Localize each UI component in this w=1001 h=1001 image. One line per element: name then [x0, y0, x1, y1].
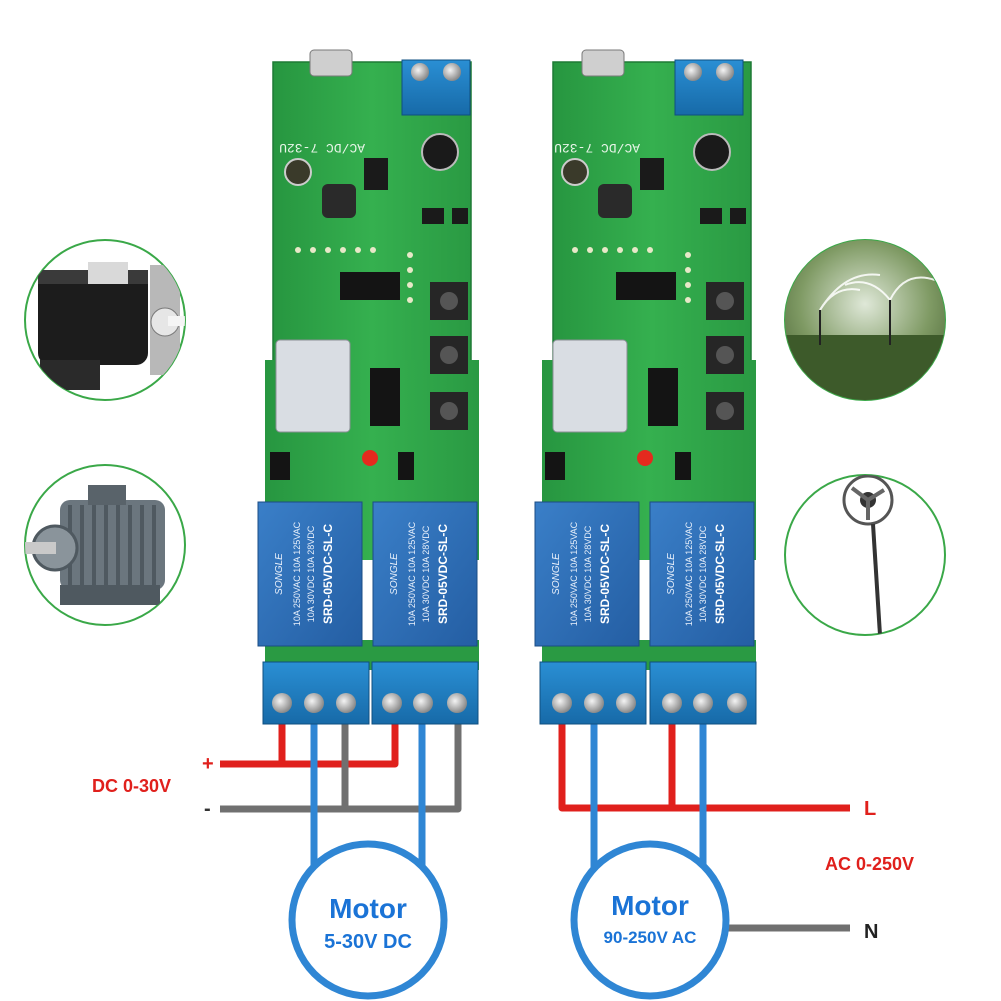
- output-terminal-3: [539, 661, 647, 725]
- svg-text:10A 250VAC 10A 125VAC: 10A 250VAC 10A 125VAC: [407, 521, 417, 626]
- svg-text:SRD-05VDC-SL-C: SRD-05VDC-SL-C: [436, 524, 450, 624]
- svg-text:SONGLE: SONGLE: [389, 553, 400, 595]
- inductor: [598, 184, 632, 218]
- capacitor: [421, 133, 459, 171]
- output-terminal-4: [649, 661, 757, 725]
- dc-motor: Motor 5-30V DC: [288, 840, 448, 1000]
- board-silkscreen: AC/DC 7-32U: [554, 140, 640, 155]
- svg-text:10A 30VDC 10A 28VDC: 10A 30VDC 10A 28VDC: [583, 525, 593, 622]
- ac-motor: Motor 90-250V AC: [570, 840, 730, 1000]
- dc-wiring: [220, 700, 462, 870]
- usb-port: [309, 49, 353, 77]
- ac-live-wire: [558, 700, 850, 812]
- wifi-module: [552, 339, 628, 433]
- svg-text:SRD-05VDC-SL-C: SRD-05VDC-SL-C: [598, 524, 612, 624]
- ac-wiring: [558, 700, 850, 932]
- svg-text:10A 250VAC 10A 125VAC: 10A 250VAC 10A 125VAC: [684, 521, 694, 626]
- dc-motor-rating: 5-30V DC: [324, 931, 412, 953]
- ac-neutral-label: N: [864, 921, 878, 943]
- dc-minus-label: -: [204, 798, 211, 820]
- svg-text:10A 30VDC 10A 28VDC: 10A 30VDC 10A 28VDC: [698, 525, 708, 622]
- svg-text:10A 30VDC 10A 28VDC: 10A 30VDC 10A 28VDC: [421, 525, 431, 622]
- relay-4: SONGLE 10A 250VAC 10A 125VAC 10A 30VDC 1…: [649, 501, 755, 647]
- svg-text:10A 30VDC 10A 28VDC: 10A 30VDC 10A 28VDC: [306, 525, 316, 622]
- status-led: [362, 450, 378, 466]
- fan-icon: [784, 474, 946, 636]
- relay-3: SONGLE 10A 250VAC 10A 125VAC 10A 30VDC 1…: [534, 501, 640, 647]
- svg-text:SRD-05VDC-SL-C: SRD-05VDC-SL-C: [713, 524, 727, 624]
- board-silkscreen: AC/DC 7-32U: [279, 140, 365, 155]
- svg-text:SRD-05VDC-SL-C: SRD-05VDC-SL-C: [321, 524, 335, 624]
- relay-1: SONGLE 10A 250VAC 10A 125VAC 10A 30VDC 1…: [257, 501, 363, 647]
- relay-board-1: AC/DC 7-32U SONGLE 10A 250VAC 10A 125VAC…: [257, 49, 479, 725]
- wifi-module: [275, 339, 351, 433]
- svg-text:SONGLE: SONGLE: [666, 553, 677, 595]
- ac-live-label: L: [864, 798, 876, 820]
- ac-supply-label: AC 0-250V: [825, 854, 914, 874]
- relay-2: SONGLE 10A 250VAC 10A 125VAC 10A 30VDC 1…: [372, 501, 478, 647]
- chip: [340, 272, 400, 300]
- dc-minus-wire: [220, 700, 462, 813]
- svg-text:SONGLE: SONGLE: [274, 553, 285, 595]
- relay-board-2: AC/DC 7-32U SONGLE 10A 250VAC 10A 125VAC…: [534, 49, 757, 725]
- output-terminal-1: [262, 661, 370, 725]
- ac-motor-title: Motor: [611, 890, 689, 921]
- status-led: [637, 450, 653, 466]
- chip: [616, 272, 676, 300]
- sprinkler-icon: [784, 239, 946, 401]
- inductor: [322, 184, 356, 218]
- dc-supply-label: DC 0-30V: [92, 776, 171, 796]
- dc-motor-icon: [24, 239, 186, 401]
- output-terminal-2: [371, 661, 479, 725]
- dc-motor-title: Motor: [329, 893, 407, 924]
- ac-motor-rating: 90-250V AC: [604, 928, 697, 947]
- svg-text:10A 250VAC 10A 125VAC: 10A 250VAC 10A 125VAC: [292, 521, 302, 626]
- dc-plus-label: +: [202, 753, 214, 775]
- usb-port: [581, 49, 625, 77]
- svg-text:SONGLE: SONGLE: [551, 553, 562, 595]
- induction-motor-icon: [24, 464, 186, 626]
- svg-text:10A 250VAC 10A 125VAC: 10A 250VAC 10A 125VAC: [569, 521, 579, 626]
- capacitor: [693, 133, 731, 171]
